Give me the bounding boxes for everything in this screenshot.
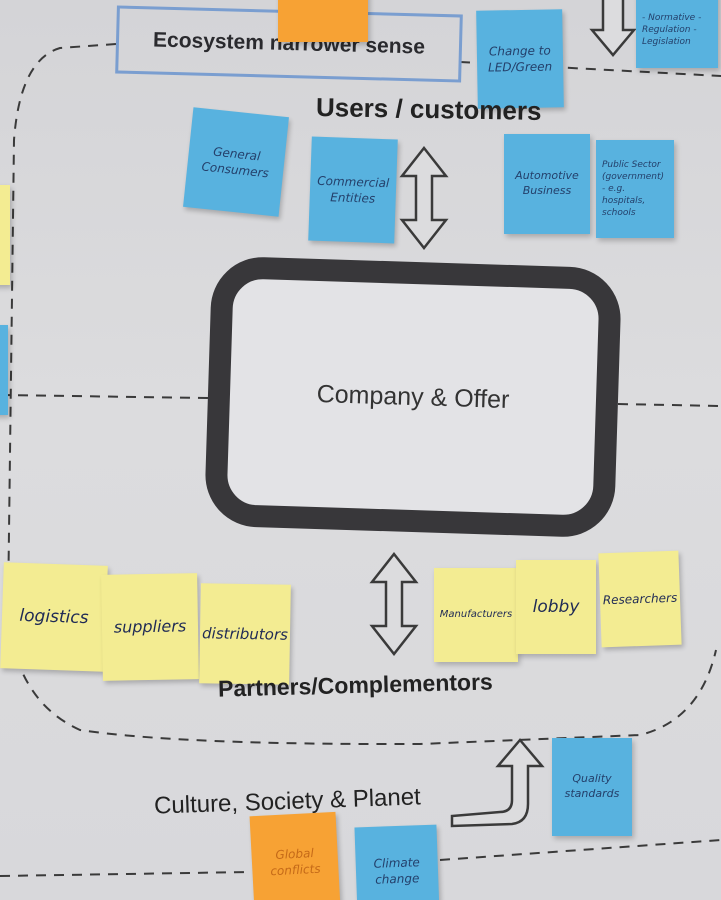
right-middle-dashed-line — [617, 403, 721, 407]
note-distributors: distributors — [199, 583, 291, 685]
note-suppliers: suppliers — [101, 573, 199, 681]
bottom-right-dashed-line — [439, 839, 721, 861]
note-automotive-business: Automotive Business — [504, 134, 590, 234]
culture-bent-arrow-icon — [450, 738, 545, 828]
note-lobby: lobby — [516, 560, 596, 654]
company-offer-label: Company & Offer — [316, 379, 510, 414]
users-customers-heading: Users / customers — [315, 92, 542, 126]
bottom-dashed-line — [0, 871, 251, 877]
users-double-arrow-icon — [399, 146, 449, 250]
note-regulation: - Normative - Regulation - Legislation — [636, 0, 718, 68]
note-logistics: logistics — [0, 562, 108, 672]
note-climate-change: Climate change — [354, 824, 440, 900]
note-researchers: Researchers — [598, 550, 682, 648]
partners-double-arrow-icon — [369, 552, 419, 656]
note-public-sector: Public Sector (government) - e.g. hospit… — [596, 140, 674, 238]
note-commercial-entities: Commercial Entities — [308, 136, 398, 244]
note-change-to-led: Change to LED/Green — [476, 9, 564, 109]
note-general-consumers: General Consumers — [183, 107, 289, 217]
top-down-arrow-icon — [589, 0, 637, 57]
left-edge-blue-note — [0, 325, 8, 415]
note-manufacturers: Manufacturers — [434, 568, 518, 662]
left-middle-dashed-line — [0, 394, 209, 399]
company-offer-box: Company & Offer — [203, 255, 623, 539]
note-global-conflicts: Global conflicts — [249, 811, 341, 900]
note-quality-standards: Quality standards — [552, 738, 632, 836]
left-edge-yellow-note — [0, 185, 10, 285]
top-orange-note — [278, 0, 368, 42]
